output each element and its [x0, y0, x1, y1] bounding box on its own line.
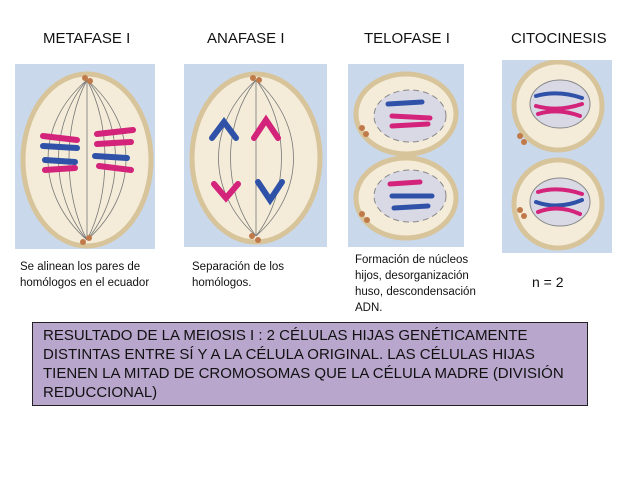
metafase-illustration — [15, 64, 155, 249]
anafase-caption: Separación de los homólogos. — [192, 261, 285, 289]
telofase-caption: Formación de núcleos hijos, desorganizac… — [355, 254, 476, 314]
stage-title-citocinesis: CITOCINESIS — [511, 30, 607, 47]
citocinesis-illustration — [502, 60, 612, 253]
stage-title-metafase: METAFASE I — [43, 30, 131, 47]
meiosis-result-text: RESULTADO DE LA MEIOSIS I : 2 CÉLULAS HI… — [43, 327, 564, 401]
citocinesis-caption: n = 2 — [532, 274, 564, 290]
telofase-illustration — [348, 64, 464, 247]
meiosis-result-box: RESULTADO DE LA MEIOSIS I : 2 CÉLULAS HI… — [32, 322, 588, 406]
metafase-caption: Se alinean los pares de homólogos en el … — [20, 261, 150, 289]
anafase-illustration — [184, 64, 327, 247]
stage-title-telofase: TELOFASE I — [364, 30, 450, 47]
stage-title-anafase: ANAFASE I — [207, 30, 285, 47]
